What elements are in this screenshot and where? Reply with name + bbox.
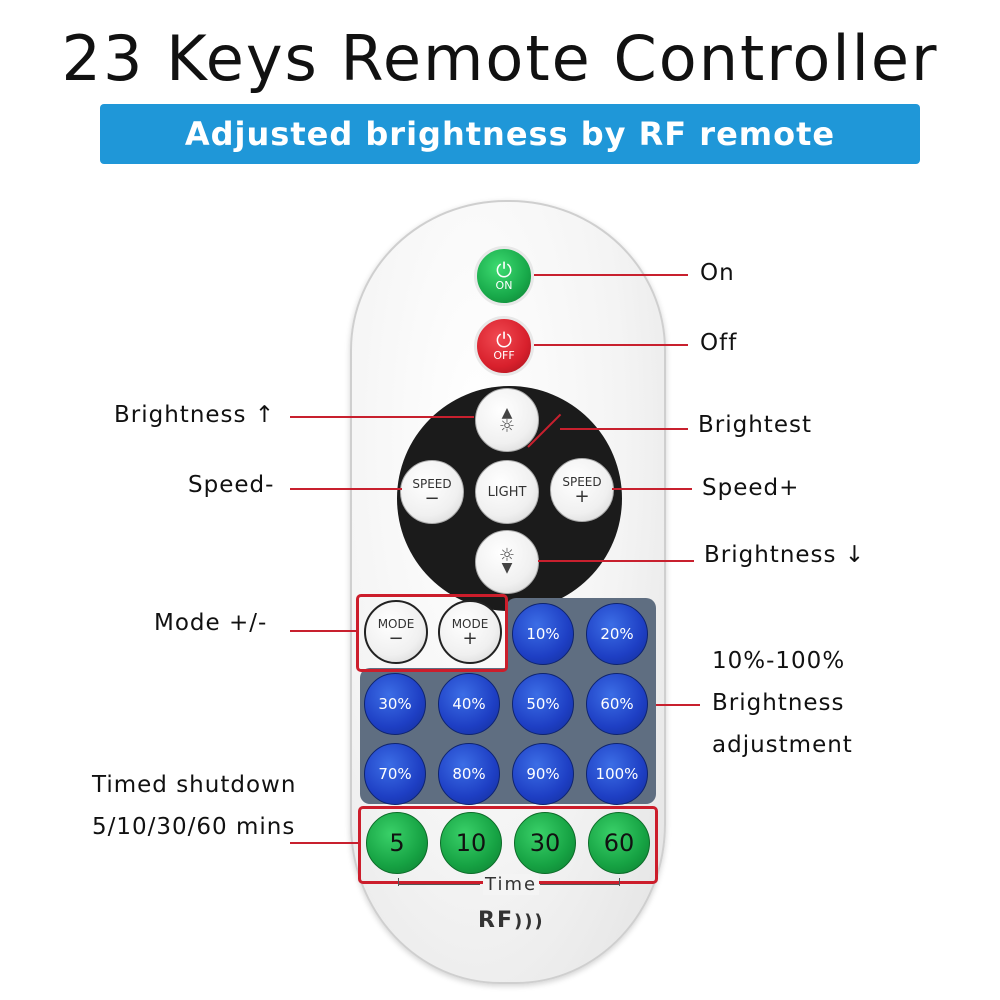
brightness-key-40[interactable]: 40% [438, 673, 500, 735]
speed-plus-label: SPEED [562, 474, 602, 489]
callout-mode: Mode +/- [154, 610, 268, 636]
callout-on: On [700, 260, 735, 286]
callout-brightness-range: 10%-100% [712, 648, 846, 674]
plus-sign: + [574, 485, 590, 507]
callout-line-timer [290, 842, 360, 844]
callout-off: Off [700, 330, 738, 356]
brightness-up-button[interactable]: ▲ ☼ [475, 388, 539, 452]
callout-brightness-down: Brightness ↓ [704, 542, 866, 568]
timer-key-60[interactable]: 60 [588, 812, 650, 874]
on-button[interactable]: ⏻ ON [474, 246, 534, 306]
time-label: Time [483, 874, 540, 895]
time-bracket-left-tick [398, 878, 399, 886]
brightness-key-80[interactable]: 80% [438, 743, 500, 805]
timer-key-10[interactable]: 10 [440, 812, 502, 874]
minus-sign: − [424, 487, 440, 509]
power-icon: ⏻ [496, 257, 512, 282]
speed-minus-button[interactable]: SPEED − [400, 460, 464, 524]
speed-minus-label: SPEED [412, 476, 452, 491]
brightness-key-100[interactable]: 100% [586, 743, 648, 805]
time-bracket-right [540, 884, 620, 885]
sun-icon: ☼ [498, 416, 516, 437]
timer-highlight-box [358, 806, 658, 884]
brightness-key-90[interactable]: 90% [512, 743, 574, 805]
mode-minus-button[interactable]: MODE − [364, 600, 428, 664]
triangle-up-icon: ▲ [501, 405, 513, 421]
callout-line-brightness-adjust [656, 704, 700, 706]
minus-sign: − [388, 627, 404, 649]
mode-plus-label: MODE [451, 616, 489, 631]
callout-line-mode [290, 630, 358, 632]
brightness-down-button[interactable]: ☼ ▼ [475, 530, 539, 594]
speed-plus-button[interactable]: SPEED + [550, 458, 614, 522]
callout-timed-1: Timed shutdown [92, 772, 297, 798]
time-bracket-left [398, 884, 480, 885]
brightness-key-70[interactable]: 70% [364, 743, 426, 805]
callout-line-brightness-up [290, 416, 474, 418]
mode-plus-button[interactable]: MODE + [438, 600, 502, 664]
callout-timed-2: 5/10/30/60 mins [92, 814, 296, 840]
callout-line-brightest [560, 428, 688, 430]
brightness-key-60[interactable]: 60% [586, 673, 648, 735]
page-title: 23 Keys Remote Controller [61, 22, 939, 95]
callout-speed-plus: Speed+ [702, 475, 800, 501]
callout-line-speed-plus [612, 488, 692, 490]
off-button[interactable]: ⏻ OFF [474, 316, 534, 376]
callout-speed-minus: Speed- [188, 472, 275, 498]
brightness-key-10[interactable]: 10% [512, 603, 574, 665]
brightness-key-50[interactable]: 50% [512, 673, 574, 735]
rf-brand-text: RF [478, 908, 514, 933]
light-button[interactable]: LIGHT [475, 460, 539, 524]
light-button-label: LIGHT [487, 484, 527, 500]
brightness-key-30[interactable]: 30% [364, 673, 426, 735]
timer-key-30[interactable]: 30 [514, 812, 576, 874]
callout-brightness-adjust-1: Brightness [712, 690, 845, 716]
triangle-down-icon: ▼ [501, 560, 513, 576]
callout-line-off [534, 344, 688, 346]
power-icon: ⏻ [496, 327, 512, 352]
callout-brightest: Brightest [698, 412, 812, 438]
signal-icon: ))) [513, 911, 545, 932]
timer-key-5[interactable]: 5 [366, 812, 428, 874]
callout-line-speed-minus [290, 488, 402, 490]
brightness-key-20[interactable]: 20% [586, 603, 648, 665]
mode-minus-label: MODE [377, 616, 415, 631]
callout-line-on [534, 274, 688, 276]
subtitle-banner: Adjusted brightness by RF remote control… [100, 104, 920, 213]
plus-sign: + [462, 627, 478, 649]
sun-icon: ☼ [498, 545, 516, 566]
on-button-label: ON [495, 278, 513, 292]
off-button-label: OFF [493, 348, 515, 362]
callout-brightness-adjust-2: adjustment [712, 732, 853, 758]
mode-highlight-box [356, 594, 508, 672]
callout-line-brightness-down [538, 560, 694, 562]
callout-brightness-up: Brightness ↑ [114, 402, 276, 428]
rf-brand: RF))) [478, 908, 545, 933]
time-bracket-right-tick [619, 878, 620, 886]
